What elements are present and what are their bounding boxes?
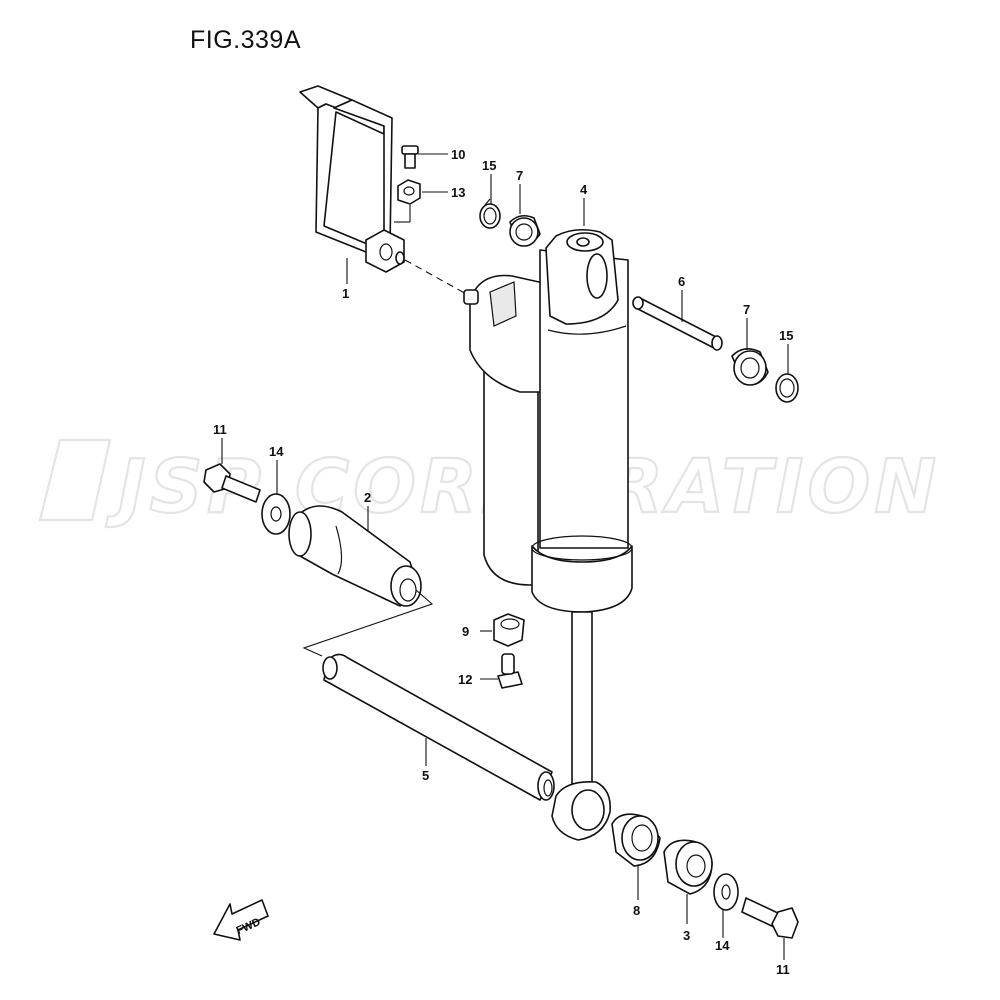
callout-7-right: 7 <box>743 302 750 317</box>
callout-1: 1 <box>342 286 349 301</box>
part-1-bracket <box>299 85 405 273</box>
callout-13: 13 <box>451 185 465 200</box>
part-9-spacer <box>493 613 525 647</box>
callout-4: 4 <box>580 182 588 197</box>
part-8-bushing-lower <box>611 813 661 867</box>
callout-8: 8 <box>633 903 640 918</box>
part-12-screw <box>497 653 523 689</box>
part-6-pin <box>632 296 723 351</box>
callout-3: 3 <box>683 928 690 943</box>
part-15-circlip-upper <box>479 198 501 229</box>
fwd-arrow-icon: FWD <box>213 899 269 941</box>
part-14-washer-upper <box>261 493 291 535</box>
callout-5: 5 <box>422 768 429 783</box>
callout-6: 6 <box>678 274 685 289</box>
part-4-trim-cylinder <box>463 228 633 841</box>
callout-2: 2 <box>364 490 371 505</box>
part-13-nut <box>397 179 421 205</box>
part-3-collar-lower <box>663 839 713 895</box>
leader-lines <box>221 153 789 960</box>
callout-11-lower: 11 <box>776 962 790 977</box>
part-14-washer-lower <box>713 873 739 911</box>
figure-title: FIG.339A <box>190 26 301 54</box>
callout-11-upper: 11 <box>213 422 227 437</box>
callout-14-lower: 14 <box>715 938 730 953</box>
part-5-tube <box>322 653 555 801</box>
part-7-bushing-right <box>731 348 769 386</box>
part-11-bolt-upper <box>203 463 261 503</box>
callout-labels: 1 2 3 4 5 6 7 7 8 9 10 11 11 12 13 14 14… <box>213 147 793 977</box>
part-11-bolt-lower <box>741 897 799 939</box>
callout-15-upper: 15 <box>482 158 496 173</box>
part-10-bolt <box>401 145 419 169</box>
part-2-collar <box>288 505 422 607</box>
part-7-bushing-upper <box>509 214 541 247</box>
callout-7-upper: 7 <box>516 168 523 183</box>
callout-12: 12 <box>458 672 472 687</box>
callout-14-upper: 14 <box>269 444 284 459</box>
part-15-circlip-right <box>775 373 799 403</box>
callout-9: 9 <box>462 624 469 639</box>
callout-10: 10 <box>451 147 465 162</box>
callout-15-right: 15 <box>779 328 793 343</box>
